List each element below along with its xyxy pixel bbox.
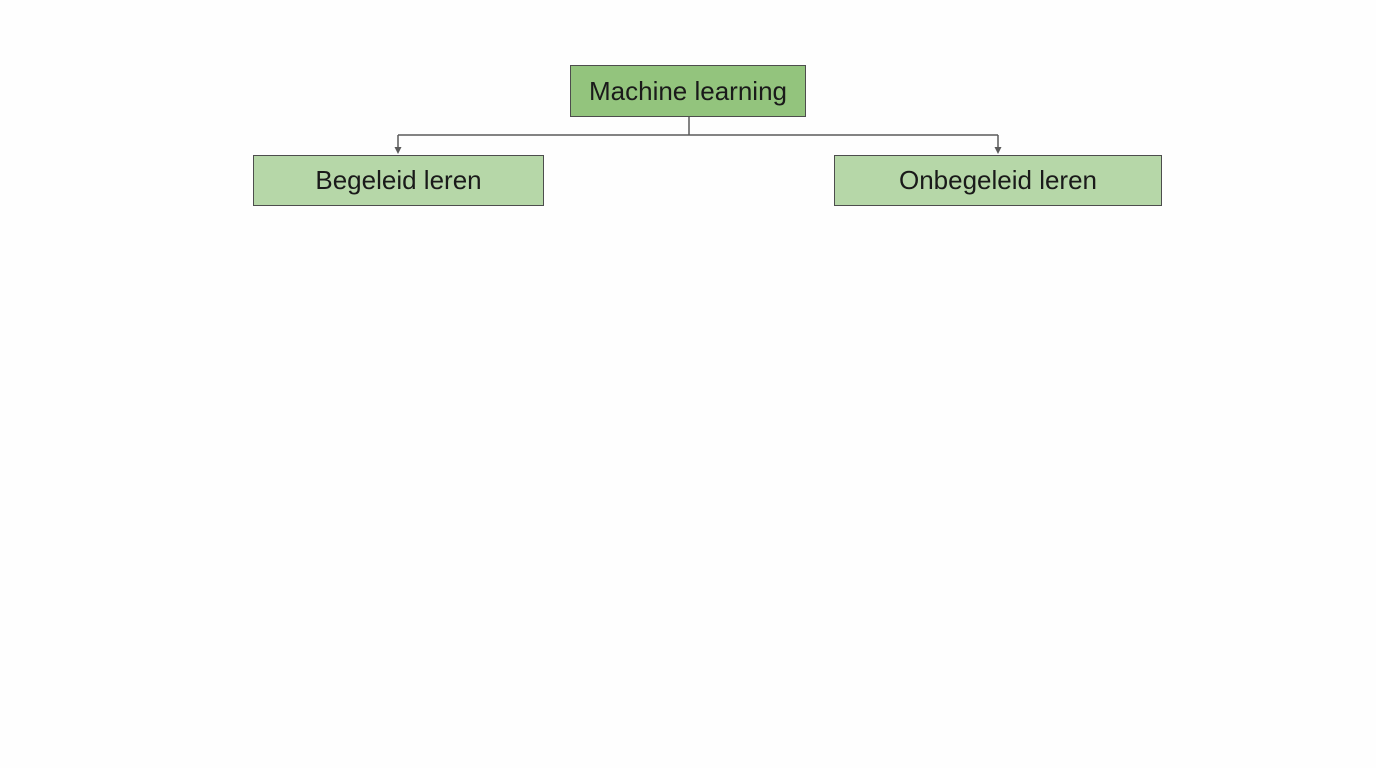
node-machine-learning: Machine learning [570, 65, 806, 117]
arrowhead-left-icon [394, 147, 402, 154]
arrowhead-right-icon [994, 147, 1002, 154]
node-begeleid-leren: Begeleid leren [253, 155, 544, 206]
node-begeleid-leren-label: Begeleid leren [315, 165, 482, 195]
node-onbegeleid-leren-label: Onbegeleid leren [898, 165, 1098, 195]
node-onbegeleid-leren: Onbegeleid leren [834, 155, 1162, 206]
node-machine-learning-label: Machine learning [588, 75, 787, 106]
connector-lines [397, 117, 999, 148]
